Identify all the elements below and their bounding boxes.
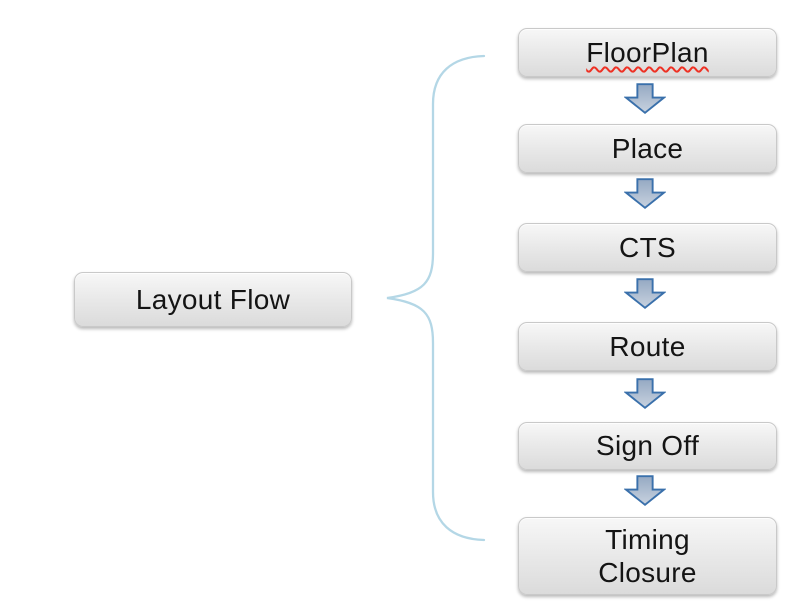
down-arrow-icon <box>624 83 666 115</box>
node-cts: CTS <box>518 223 777 272</box>
node-layout-flow: Layout Flow <box>74 272 352 327</box>
node-sign-off: Sign Off <box>518 422 777 470</box>
node-floorplan: FloorPlan <box>518 28 777 77</box>
node-label: Sign Off <box>595 430 700 462</box>
node-route: Route <box>518 322 777 371</box>
down-arrow-icon <box>624 278 666 310</box>
node-label: Timing Closure <box>598 523 697 588</box>
node-label: CTS <box>619 231 676 263</box>
node-label: FloorPlan <box>586 36 709 68</box>
node-label: Place <box>611 132 684 164</box>
node-place: Place <box>518 124 777 173</box>
node-label: Route <box>609 330 686 362</box>
down-arrow-icon <box>624 178 666 210</box>
node-label: Layout Flow <box>135 283 291 315</box>
down-arrow-icon <box>624 378 666 410</box>
node-timing-closure: Timing Closure <box>518 517 777 595</box>
down-arrow-icon <box>624 475 666 507</box>
